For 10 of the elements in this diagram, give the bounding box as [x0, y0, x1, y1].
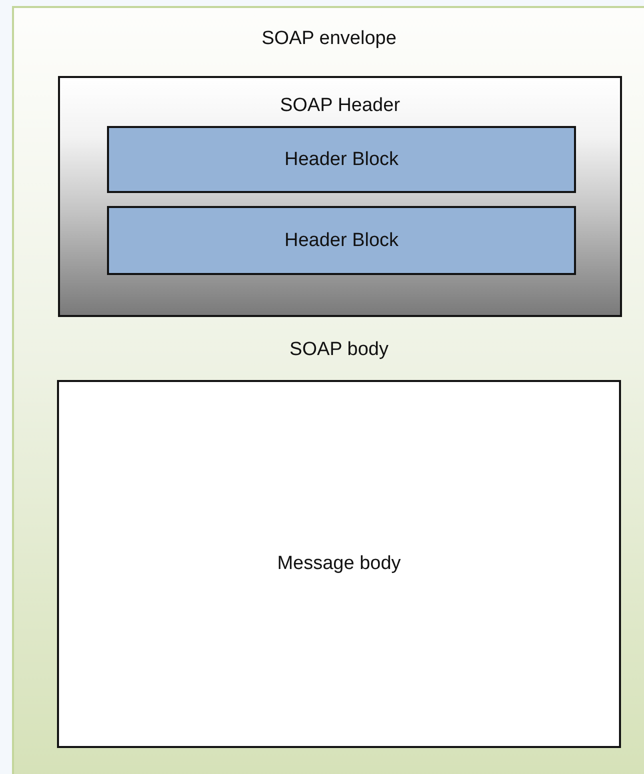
header-block [107, 126, 576, 193]
section-title: SOAP envelope [262, 28, 396, 50]
header-panel [58, 76, 622, 317]
header-block [107, 206, 576, 275]
envelope-panel [12, 6, 644, 774]
box-label: Message body [277, 553, 401, 575]
section-title: SOAP Header [280, 95, 400, 117]
section-title: SOAP body [290, 339, 388, 361]
box-label: Header Block [284, 230, 399, 252]
box-label: Header Block [284, 148, 399, 170]
